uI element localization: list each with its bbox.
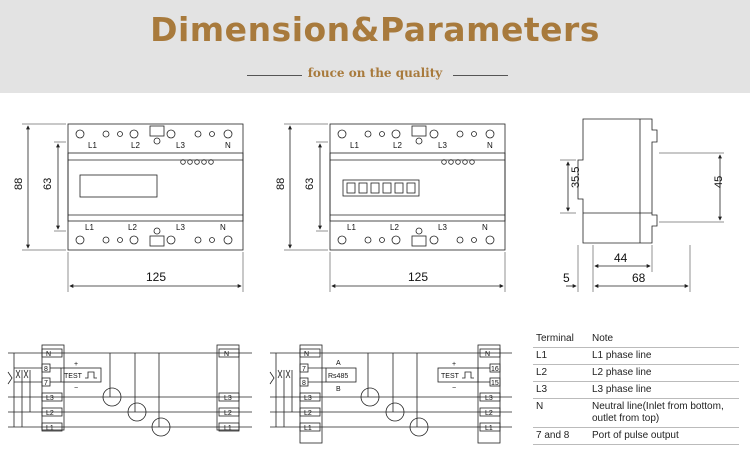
subtitle-rule-right: [453, 75, 508, 76]
wiring2-term-l2-in: L2: [304, 410, 312, 417]
table-cell-terminal: N: [533, 398, 589, 428]
wiring1-term-l2-out: L2: [224, 410, 232, 417]
wiring2-term-l2-out: L2: [485, 410, 493, 417]
dim-88-right: 88: [275, 178, 287, 190]
table-row: L3 L3 phase line: [533, 381, 739, 399]
wiring1-term-n-in: N: [46, 351, 51, 358]
table-row: L1 L1 phase line: [533, 347, 739, 365]
bottom-terminals: [75, 227, 233, 247]
top-terminals: [337, 125, 495, 145]
led-indicators: [180, 159, 214, 165]
mechanical-counter: [342, 179, 420, 197]
dim-88-left: 88: [13, 178, 25, 190]
label-l2: L2: [390, 223, 399, 232]
wiring-diagram-pulse: [7, 344, 252, 437]
subtitle-rule-left: [247, 75, 302, 76]
label-l1: L1: [88, 141, 97, 150]
label-l3: L3: [176, 141, 185, 150]
table-cell-terminal: L3: [533, 381, 589, 399]
wiring1-term-l3-out: L3: [224, 395, 232, 402]
wiring2-term-7: 7: [302, 366, 306, 373]
table-row: L2 L2 phase line: [533, 364, 739, 382]
wiring2-term-n-out: N: [485, 351, 490, 358]
top-terminals: [75, 125, 233, 145]
label-l3: L3: [438, 223, 447, 232]
wiring2-term-l1-out: L1: [485, 425, 493, 432]
wiring2-rs485-label: Rs485: [328, 373, 348, 380]
table-cell-terminal: L2: [533, 364, 589, 382]
table-row: 7 and 8 Port of pulse output: [533, 427, 739, 445]
wiring1-minus: −: [74, 385, 78, 392]
wiring2-a-label: A: [336, 360, 341, 367]
label-l1: L1: [347, 223, 356, 232]
wiring1-test-label: TEST: [64, 373, 83, 380]
wiring1-term-l1-out: L1: [224, 425, 232, 432]
label-n: N: [487, 141, 493, 150]
wiring1-term-n-out: N: [224, 351, 229, 358]
dim-63-left: 63: [42, 178, 54, 190]
label-n: N: [220, 223, 226, 232]
label-l1: L1: [350, 141, 359, 150]
table-cell-note: Port of pulse output: [589, 427, 739, 445]
table-cell-note: L2 phase line: [589, 364, 739, 382]
side-view: [577, 118, 658, 244]
dim-45: 45: [713, 176, 725, 188]
wiring1-term-7: 7: [44, 380, 48, 387]
dim-125-left: 125: [146, 270, 166, 284]
table-cell-note: L3 phase line: [589, 381, 739, 399]
wiring1-term-8: 8: [44, 366, 48, 373]
page-subtitle: fouce on the quality: [307, 66, 443, 80]
header-banner: [0, 0, 750, 93]
wiring2-test-label: TEST: [441, 373, 460, 380]
table-header-terminal: Terminal: [533, 331, 589, 348]
bottom-terminals: [337, 227, 495, 247]
wiring2-term-l1-in: L1: [304, 425, 312, 432]
terminal-table: Terminal Note L1 L1 phase line L2 L2 pha…: [533, 331, 739, 445]
label-l3: L3: [176, 223, 185, 232]
label-n: N: [482, 223, 488, 232]
wiring-diagram-rs485: [269, 344, 512, 444]
wiring2-b-label: B: [336, 386, 341, 393]
dim-44: 44: [614, 251, 628, 265]
wiring2-term-8: 8: [302, 380, 306, 387]
table-header-note: Note: [589, 331, 739, 348]
table-cell-terminal: 7 and 8: [533, 427, 589, 445]
front-view-left: L1 L2 L3 N L1 L2 L3 N: [67, 123, 244, 251]
page-title: Dimension&Parameters: [150, 10, 600, 49]
wiring1-term-l2-in: L2: [46, 410, 54, 417]
wiring2-term-l3-out: L3: [485, 395, 493, 402]
table-cell-note: L1 phase line: [589, 347, 739, 365]
label-l2: L2: [128, 223, 137, 232]
led-indicators: [441, 159, 475, 165]
dim-68: 68: [632, 271, 646, 285]
label-n: N: [225, 141, 231, 150]
table-cell-terminal: L1: [533, 347, 589, 365]
wiring2-minus: −: [452, 385, 456, 392]
label-l2: L2: [393, 141, 402, 150]
dim-35-5: 35.5: [570, 167, 582, 188]
table-header-row: Terminal Note: [533, 331, 739, 348]
wiring1-term-l1-in: L1: [46, 425, 54, 432]
wiring1-plus: +: [74, 361, 78, 368]
label-l2: L2: [131, 141, 140, 150]
dim-5: 5: [563, 271, 570, 285]
dim-125-right: 125: [408, 270, 428, 284]
wiring1-term-l3-in: L3: [46, 395, 54, 402]
wiring2-term-15: 15: [491, 380, 499, 387]
dim-63-right: 63: [304, 178, 316, 190]
table-cell-note: Neutral line(Inlet from bottom, outlet f…: [589, 398, 739, 428]
wiring2-term-l3-in: L3: [304, 395, 312, 402]
wiring2-term-n-in: N: [304, 351, 309, 358]
label-l1: L1: [85, 223, 94, 232]
wiring2-plus: +: [452, 361, 456, 368]
wiring2-term-16: 16: [491, 366, 499, 373]
front-view-right: L1 L2 L3 N L1 L2 L3 N: [329, 123, 506, 251]
label-l3: L3: [438, 141, 447, 150]
table-row: N Neutral line(Inlet from bottom, outlet…: [533, 398, 739, 428]
